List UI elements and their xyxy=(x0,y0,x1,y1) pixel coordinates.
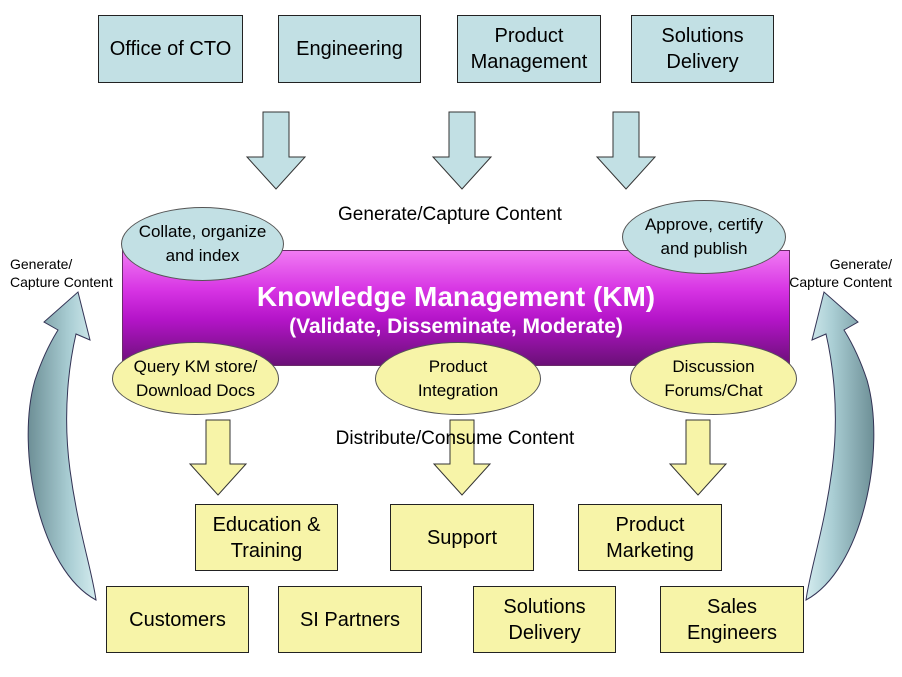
km-title: Knowledge Management (KM) xyxy=(256,281,656,312)
down-arrow-center xyxy=(431,111,493,190)
down-arrow-yellow-center xyxy=(432,419,492,496)
curved-arrow-left xyxy=(27,291,97,601)
box-si-partners: SI Partners xyxy=(278,586,422,653)
box-product-management: Product Management xyxy=(457,15,601,83)
side-label-left: Generate/ Capture Content xyxy=(10,256,113,290)
distribute-consume-label: Distribute/Consume Content xyxy=(335,428,575,449)
box-solutions-delivery-bottom: Solutions Delivery xyxy=(473,586,616,653)
ellipse-product-integration: Product Integration xyxy=(375,342,541,415)
down-arrow-right xyxy=(595,111,657,190)
side-label-right: Generate/ Capture Content xyxy=(789,256,892,290)
ellipse-query-km-store: Query KM store/ Download Docs xyxy=(112,342,279,415)
box-customers: Customers xyxy=(106,586,249,653)
down-arrow-left xyxy=(245,111,307,190)
box-engineering: Engineering xyxy=(278,15,421,83)
box-office-of-cto: Office of CTO xyxy=(98,15,243,83)
box-support: Support xyxy=(390,504,534,571)
box-product-marketing: Product Marketing xyxy=(578,504,722,571)
curved-arrow-right xyxy=(805,291,875,601)
down-arrow-yellow-left xyxy=(188,419,248,496)
box-education-training: Education & Training xyxy=(195,504,338,571)
box-solutions-delivery-top: Solutions Delivery xyxy=(631,15,774,83)
km-subtitle: (Validate, Disseminate, Moderate) xyxy=(289,315,623,338)
ellipse-discussion-forums: Discussion Forums/Chat xyxy=(630,342,797,415)
box-sales-engineers: Sales Engineers xyxy=(660,586,804,653)
generate-capture-label: Generate/Capture Content xyxy=(338,204,562,225)
ellipse-collate-organize-index: Collate, organize and index xyxy=(121,207,284,281)
down-arrow-yellow-right xyxy=(668,419,728,496)
ellipse-approve-certify-publish: Approve, certify and publish xyxy=(622,200,786,274)
